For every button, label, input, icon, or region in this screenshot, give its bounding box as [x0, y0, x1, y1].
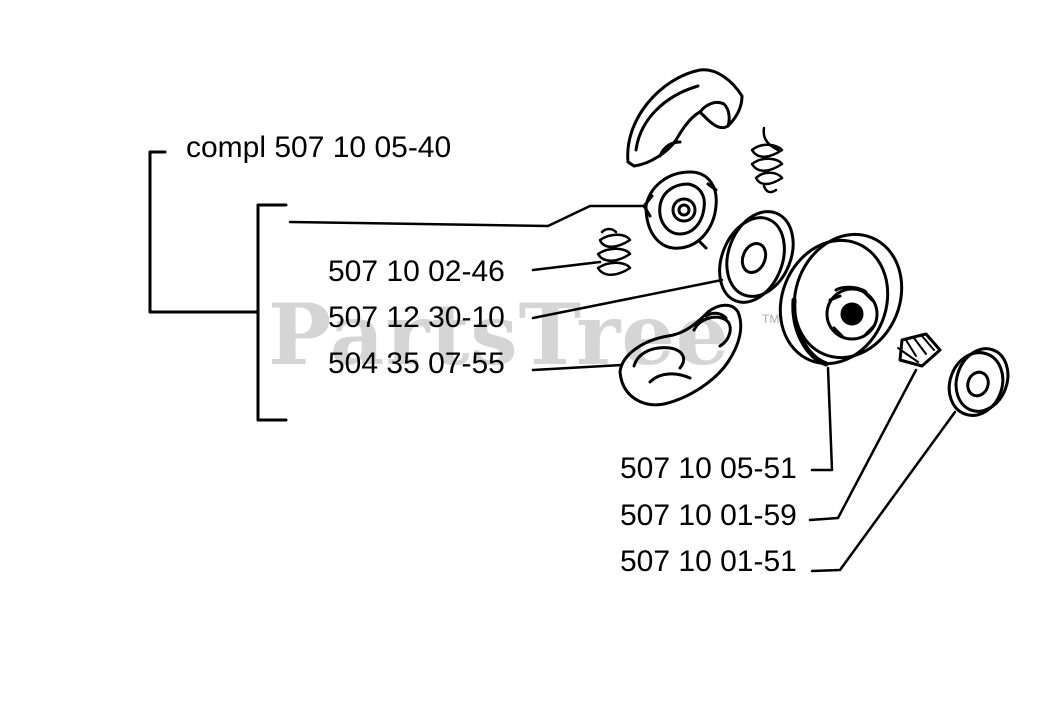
upper-spring [750, 126, 784, 194]
inner-washer [718, 210, 795, 304]
leader-shoe [531, 363, 624, 372]
callout-outer-washer: 507 10 01-51 [620, 545, 797, 578]
leader-bearing [808, 368, 918, 522]
leader-washer [531, 278, 724, 320]
leader-lines [288, 204, 957, 573]
callout-spring: 507 10 02-46 [328, 255, 505, 288]
callout-shoe: 504 35 07-55 [328, 347, 505, 380]
callout-washer: 507 12 30-10 [328, 301, 505, 334]
outer-washer [947, 347, 1010, 417]
leader-assembly [288, 204, 647, 228]
leader-spring [531, 260, 602, 272]
clutch-hub [642, 170, 718, 250]
top-clutch-shoe [626, 68, 744, 168]
callout-drum: 507 10 05-51 [620, 452, 797, 485]
leader-outer-washer [810, 410, 957, 573]
watermark: PartsTree [268, 285, 731, 384]
lower-clutch-shoe [618, 303, 743, 407]
clutch-drum [778, 232, 904, 367]
assembly-bracket [148, 150, 288, 422]
needle-bearing [897, 332, 942, 368]
lower-spring [596, 227, 632, 276]
leader-drum [810, 366, 834, 472]
watermark-trademark: TM [762, 312, 780, 326]
callout-assembly: compl 507 10 05-40 [186, 131, 452, 164]
callout-bearing: 507 10 01-59 [620, 499, 797, 532]
